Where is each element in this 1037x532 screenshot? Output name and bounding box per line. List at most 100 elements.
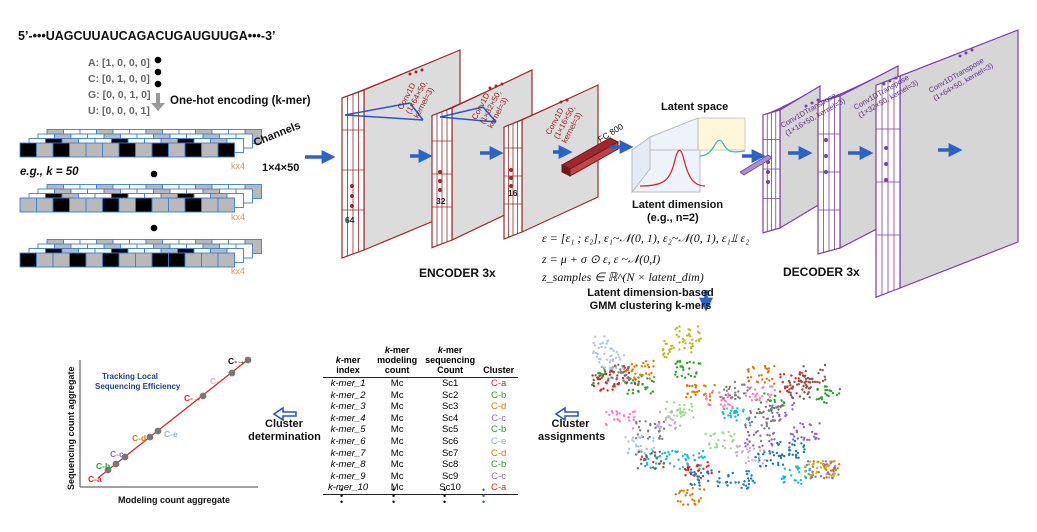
scatter-point <box>807 463 811 466</box>
scatter-point <box>802 425 805 429</box>
scatter-point <box>633 365 636 368</box>
scatter-point <box>738 397 741 400</box>
scatter-point <box>655 457 658 460</box>
grid-cell <box>217 142 235 158</box>
grid-cell <box>69 252 87 268</box>
scatter-point <box>627 440 630 443</box>
depth-dot <box>565 98 569 102</box>
scatter-point <box>771 404 774 407</box>
scatter-point <box>718 477 721 480</box>
scatter-point <box>768 434 771 437</box>
scatter-point <box>611 388 614 391</box>
scatter-point <box>799 380 802 383</box>
scatter-point <box>661 437 664 441</box>
scatter-point <box>624 369 628 373</box>
scatter-point <box>679 407 682 410</box>
depth-dot <box>884 162 888 166</box>
scatter-point <box>702 393 706 396</box>
table-cell: C-d <box>490 447 507 459</box>
scatter-point <box>686 503 690 506</box>
scatter-point <box>681 466 684 469</box>
scatter-point <box>650 379 654 382</box>
encoder-depth: 32 <box>436 196 446 206</box>
scatter-point <box>664 418 667 422</box>
scatter-point <box>693 391 696 394</box>
scatter-point <box>608 366 612 369</box>
scatter-point <box>823 463 827 466</box>
scatter-point <box>803 391 806 394</box>
scatter-point <box>758 396 762 400</box>
scatter-point <box>809 474 812 477</box>
scatter-point <box>691 498 694 501</box>
scatter-point <box>688 408 691 411</box>
table-cell: k-mer_8 <box>330 459 366 471</box>
scatter-point <box>684 468 688 472</box>
scatter-point <box>820 461 823 465</box>
scatter-point <box>665 356 668 359</box>
scatter-point <box>690 351 693 354</box>
scatter-point <box>765 377 768 380</box>
scatter-point <box>737 395 740 399</box>
grid-cell <box>201 252 219 268</box>
scatter-point <box>816 380 819 384</box>
scatter-point <box>667 352 670 356</box>
scatter-point <box>833 460 836 463</box>
scatter-point <box>722 397 725 400</box>
scatter-point <box>688 384 691 388</box>
scatter-point <box>782 481 785 484</box>
depth-dot <box>970 48 974 52</box>
grid-cell <box>151 252 169 268</box>
scatter-point <box>782 401 785 404</box>
scatter-point <box>593 344 596 347</box>
scatter-point <box>756 381 760 384</box>
scatter-point <box>773 398 776 402</box>
scatter-point <box>633 415 636 419</box>
scatter-point <box>835 393 839 397</box>
scatter-point <box>768 399 772 403</box>
scatter-point <box>757 374 761 377</box>
scatter-point <box>752 367 755 370</box>
scatter-point <box>622 414 626 417</box>
scatter-point <box>678 330 681 333</box>
scatter-point <box>816 466 819 470</box>
scatter-point <box>736 407 739 410</box>
scatter-point <box>702 467 705 470</box>
scatter-point <box>815 471 818 475</box>
scatter-point <box>680 415 683 418</box>
decoder-label: DECODER 3x <box>783 265 860 279</box>
scatter-point <box>666 415 669 418</box>
scatter-point <box>592 381 595 385</box>
scatter-point <box>605 372 608 376</box>
scatter-point <box>681 340 685 343</box>
onehot-row-u: U: [0, 0, 0, 1] <box>88 105 150 117</box>
scatter-point <box>728 385 732 388</box>
scatter-point <box>725 385 728 389</box>
table-cell: k-mer_3 <box>330 401 366 413</box>
scatter-point <box>808 377 812 381</box>
scatter-point <box>723 439 726 442</box>
scatter-point <box>747 368 750 371</box>
scatter-point <box>684 474 687 477</box>
scatter-point <box>803 381 806 384</box>
scatter-point <box>674 493 677 496</box>
scatter-point <box>771 462 775 465</box>
scatter-point <box>658 450 662 453</box>
scatter-point <box>756 430 759 433</box>
scatter-point <box>743 383 746 386</box>
grid-cell <box>217 252 235 268</box>
scatter-point <box>773 438 776 441</box>
scatter-point <box>800 436 803 439</box>
grid-cell <box>151 142 169 158</box>
scatter-point <box>691 405 694 408</box>
scatter-point <box>631 410 634 414</box>
scatter-point <box>763 392 766 395</box>
scatter-point <box>614 356 617 360</box>
scatter-point <box>634 382 637 386</box>
grid-cell <box>52 252 70 268</box>
scatter-point <box>640 365 643 368</box>
scatter-point <box>771 377 774 381</box>
scatter-point <box>685 384 689 387</box>
encoder-depth: 16 <box>508 188 518 198</box>
scatter-point <box>637 445 640 448</box>
